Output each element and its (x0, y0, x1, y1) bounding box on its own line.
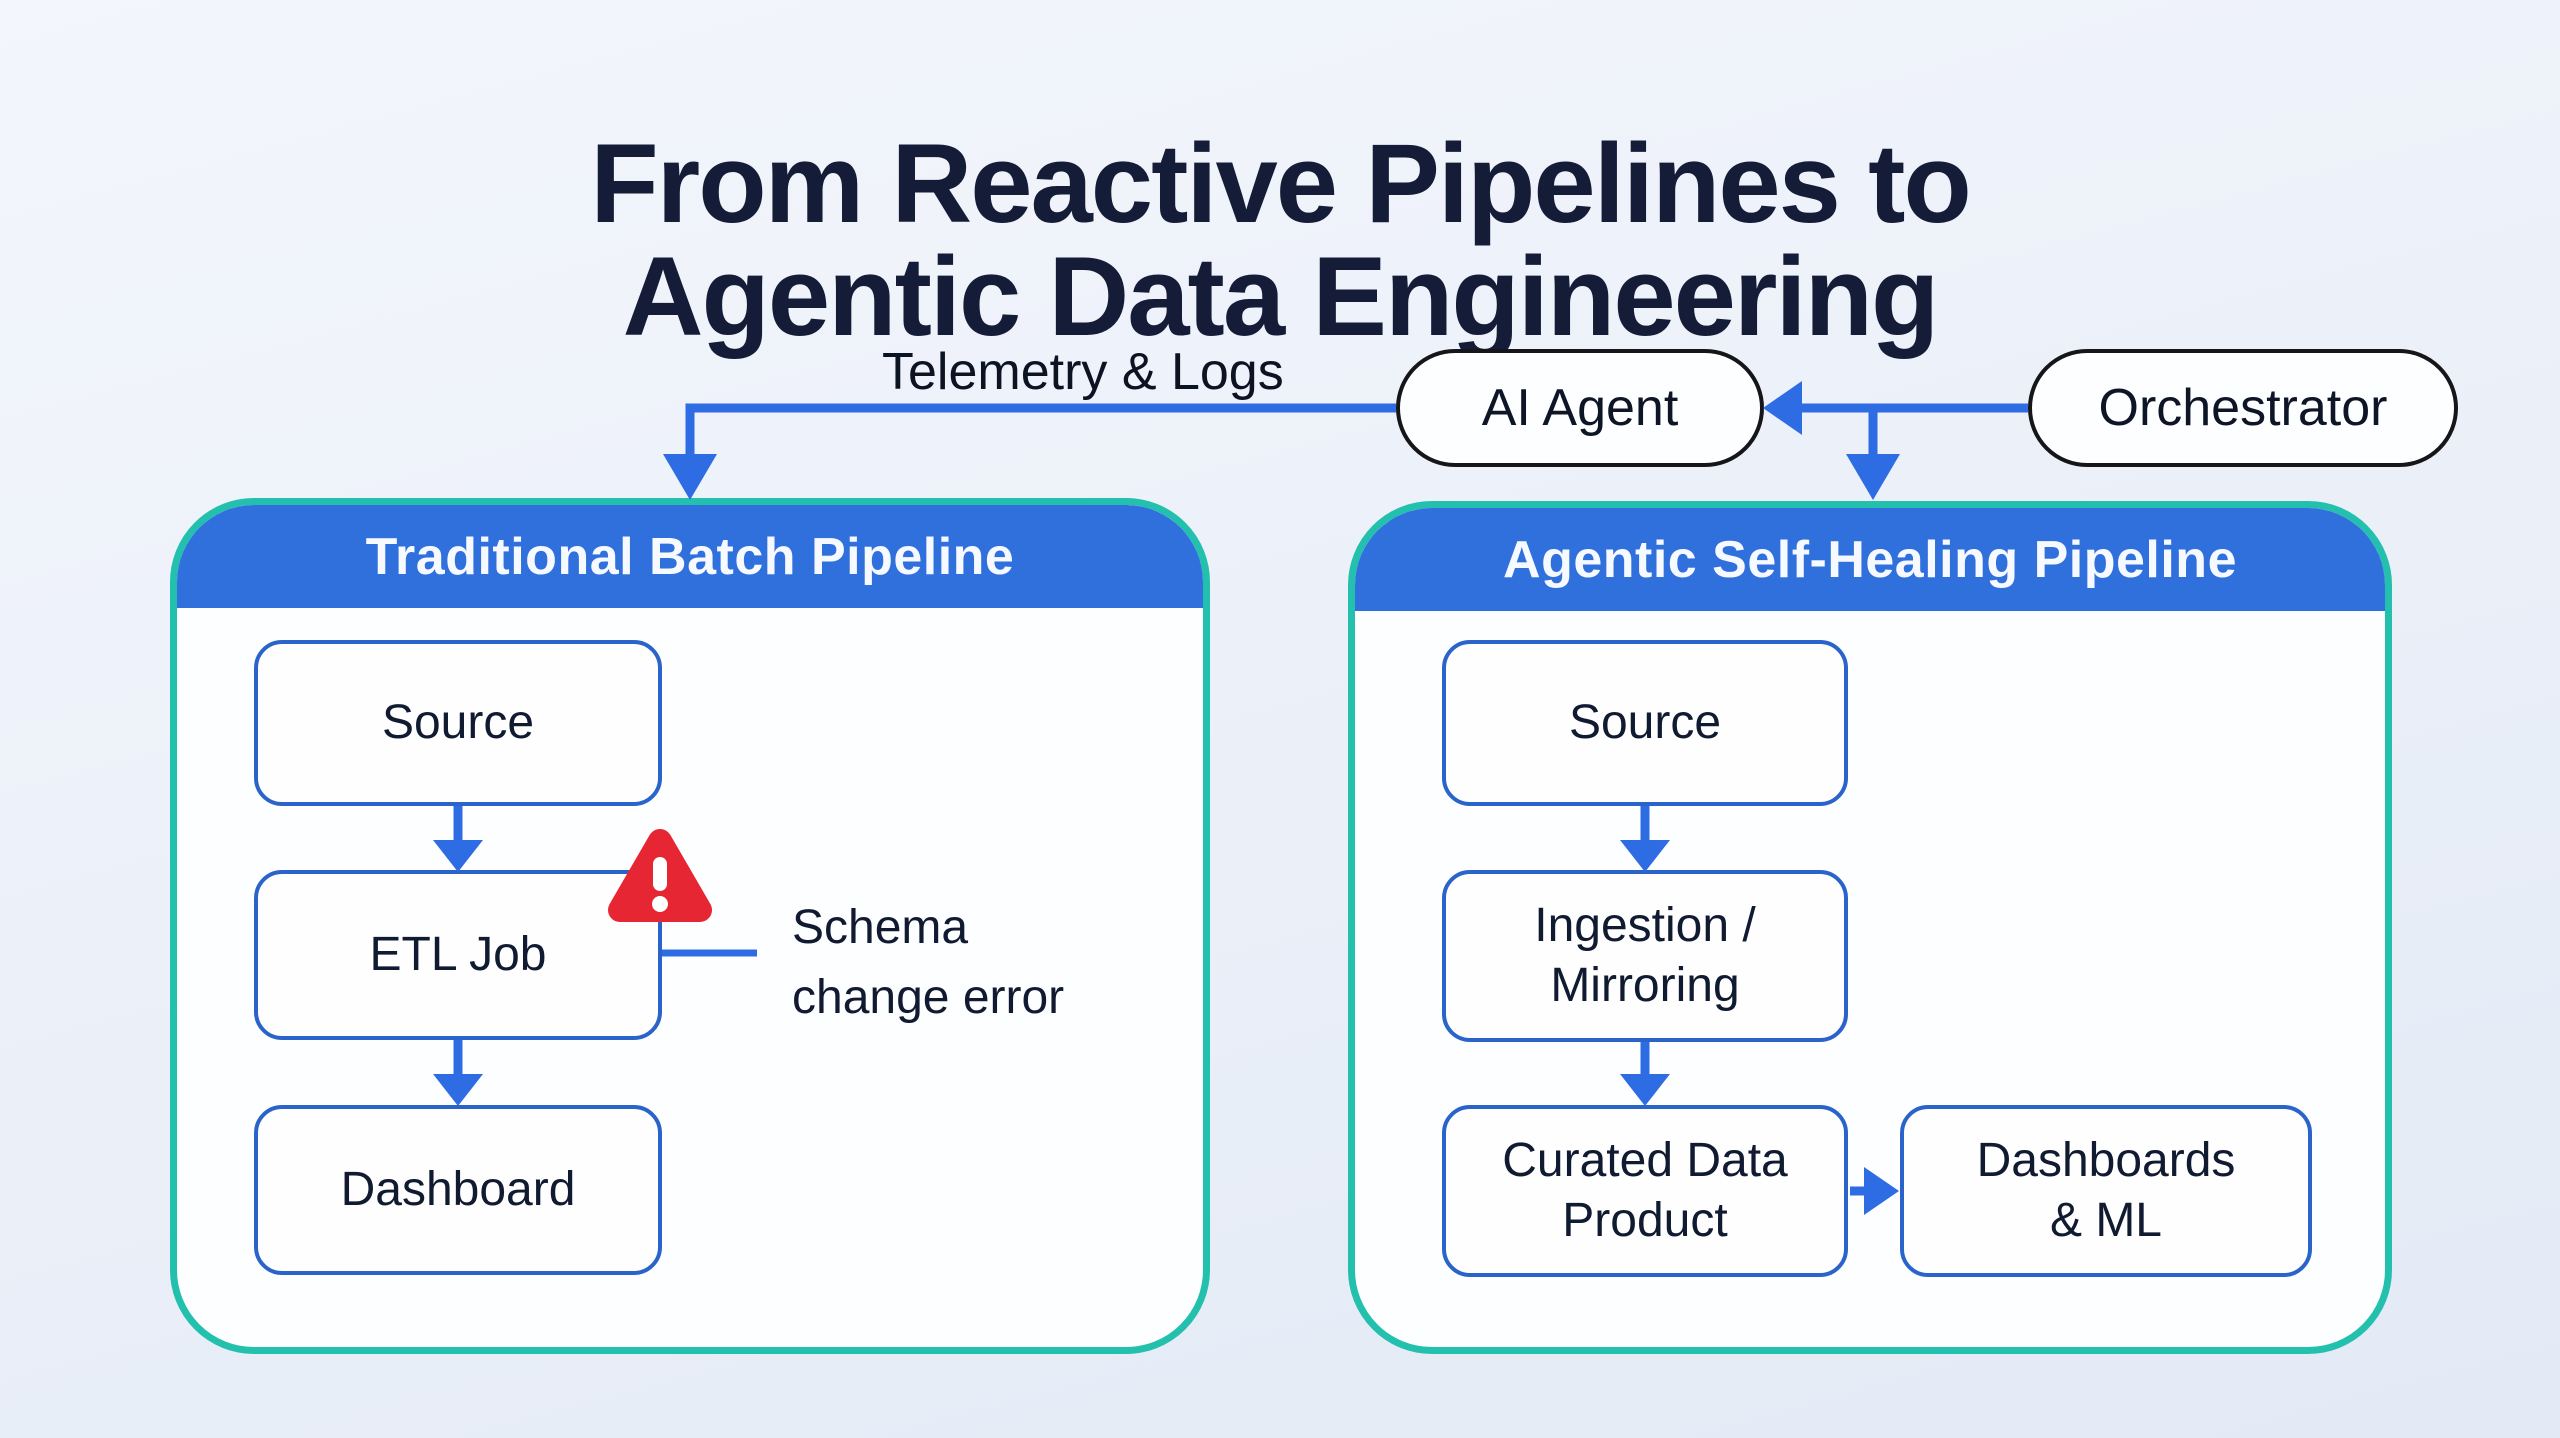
telemetry-arrowhead (663, 454, 717, 500)
curated-data-product-node: Curated Data Product (1442, 1105, 1848, 1277)
schema-change-error-label: Schema change error (792, 901, 1065, 1024)
orchestrator-branch-arrowhead (1846, 454, 1900, 500)
orchestrator-node: Orchestrator (2028, 349, 2458, 467)
traditional-panel-header: Traditional Batch Pipeline (177, 505, 1203, 608)
orchestrator-label: Orchestrator (2098, 379, 2388, 437)
dashboard-node: Dashboard (254, 1105, 662, 1275)
ingestion-mirroring-node: Ingestion / Mirroring (1442, 870, 1848, 1042)
agentic-panel-header: Agentic Self-Healing Pipeline (1355, 508, 2385, 611)
ai-agent-label: AI Agent (1481, 379, 1679, 437)
source-node-traditional: Source (254, 640, 662, 806)
telemetry-arrow-line (685, 403, 1396, 456)
etl-job-node: ETL Job (254, 870, 662, 1040)
page-title: From Reactive Pipelines to Agentic Data … (590, 121, 1972, 360)
source-node-agentic: Source (1442, 640, 1848, 806)
telemetry-logs-label: Telemetry & Logs (882, 343, 1284, 401)
ai-agent-node: AI Agent (1396, 349, 1764, 467)
dashboards-ml-node: Dashboards & ML (1900, 1105, 2312, 1277)
orchestrator-to-agent-arrowhead (1763, 381, 1802, 435)
